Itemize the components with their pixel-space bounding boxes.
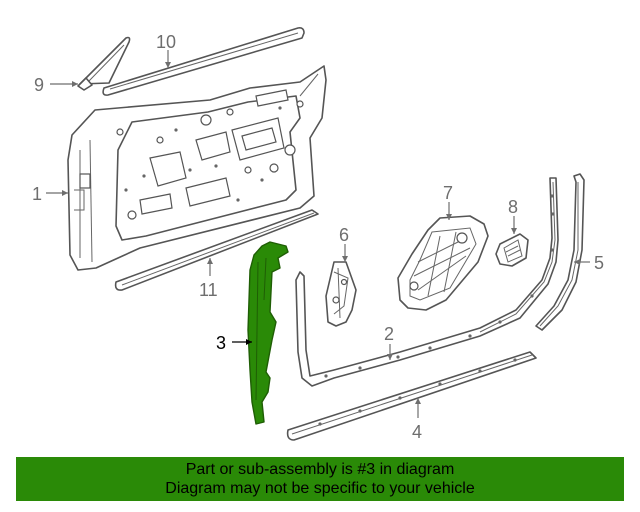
part-1-door-shell — [67, 65, 327, 271]
callout-2: 2 — [384, 324, 394, 344]
part-5-weatherstrip — [535, 173, 585, 331]
callout-7: 7 — [443, 183, 453, 203]
part-11-lower-molding — [114, 209, 319, 291]
banner-line-disclaimer: Diagram may not be specific to your vehi… — [165, 480, 475, 497]
part-7-carrier — [397, 215, 489, 311]
part-4-sill-plate — [286, 351, 537, 441]
callout-4: 4 — [412, 422, 422, 442]
part-6-bracket — [325, 261, 357, 327]
part-3-highlighted-seal — [247, 241, 289, 425]
part-8-bezel — [495, 233, 529, 267]
callout-3: 3 — [216, 333, 226, 353]
callout-6: 6 — [339, 225, 349, 245]
callout-9: 9 — [34, 75, 44, 95]
part-10-upper-molding — [102, 27, 305, 96]
part-9-mirror-patch — [77, 36, 131, 91]
callout-8: 8 — [508, 197, 518, 217]
callout-5: 5 — [594, 253, 604, 273]
parts-diagram: 9 10 1 11 6 7 8 5 2 4 3 — [32, 27, 604, 442]
info-banner: Part or sub-assembly is #3 in diagram Di… — [16, 457, 624, 501]
callout-10: 10 — [156, 32, 176, 52]
callout-11: 11 — [199, 280, 218, 300]
banner-line-part: Part or sub-assembly is #3 in diagram — [185, 461, 455, 478]
callout-1: 1 — [32, 184, 42, 204]
part-2-door-seal — [295, 177, 559, 387]
